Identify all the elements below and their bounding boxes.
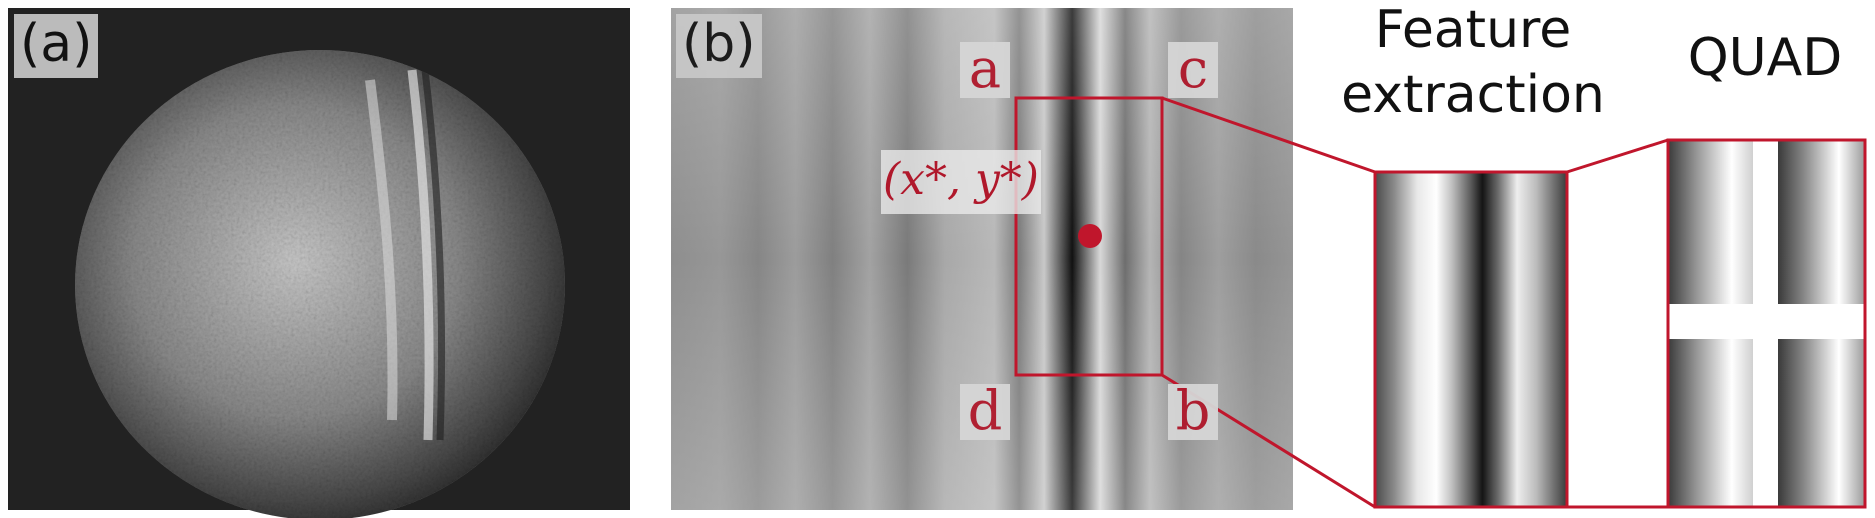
corner-label-d: d bbox=[960, 384, 1010, 440]
corner-label-c: c bbox=[1168, 42, 1218, 98]
extracted-feature-image bbox=[1375, 172, 1567, 507]
quad-title: QUAD bbox=[1687, 28, 1843, 88]
corner-label-a: a bbox=[960, 42, 1010, 98]
quad-panel bbox=[1666, 138, 1867, 509]
center-point-marker bbox=[1078, 224, 1102, 248]
crop-rectangle bbox=[1014, 96, 1164, 377]
connector-top-quad bbox=[1566, 138, 1669, 174]
feature-extraction-panel bbox=[1373, 170, 1569, 509]
feature-extraction-title: Feature extraction bbox=[1328, 0, 1618, 128]
panel-b-label: (b) bbox=[676, 14, 762, 78]
beam-fringes bbox=[365, 69, 446, 441]
quad-top-left bbox=[1668, 140, 1753, 304]
panel-a bbox=[8, 8, 630, 518]
corner-label-b: b bbox=[1168, 384, 1218, 440]
quad-top-right bbox=[1778, 140, 1865, 304]
quad-bottom-left bbox=[1668, 339, 1753, 507]
speckle-beam-image bbox=[75, 50, 565, 518]
quad-frame bbox=[1666, 138, 1867, 509]
center-point-label: (x*, y*) bbox=[881, 150, 1041, 214]
connector-top bbox=[1161, 96, 1376, 174]
feature-extraction-title-line2: extraction bbox=[1341, 65, 1605, 125]
quad-bottom-right bbox=[1778, 339, 1865, 507]
feature-extraction-title-line1: Feature bbox=[1374, 0, 1572, 60]
panel-a-label: (a) bbox=[14, 14, 99, 78]
